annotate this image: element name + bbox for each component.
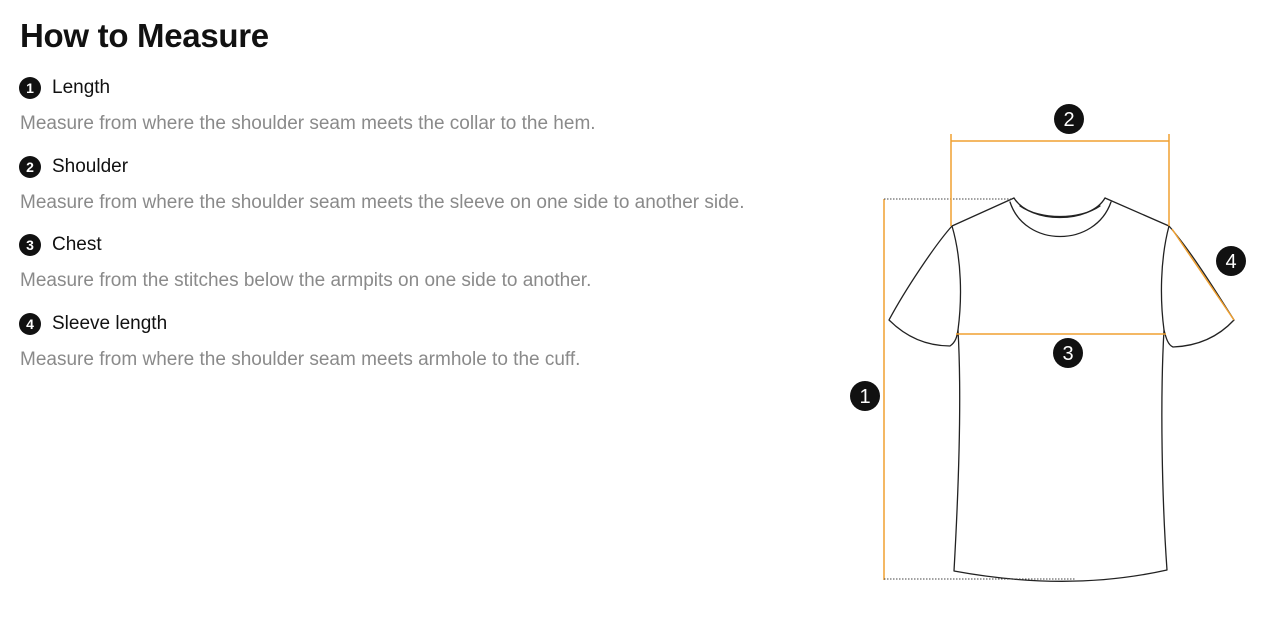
step-label: Chest	[52, 234, 102, 255]
svg-text:1: 1	[859, 386, 870, 408]
step-sleeve-length: 4 Sleeve length Measure from where the s…	[19, 310, 799, 389]
svg-text:2: 2	[1063, 109, 1074, 131]
step-length: 1 Length Measure from where the shoulder…	[19, 74, 799, 153]
page-title: How to Measure	[20, 17, 269, 54]
step-number-badge: 3	[19, 234, 41, 256]
step-number-badge: 4	[19, 312, 41, 335]
step-number-badge: 1	[19, 77, 41, 99]
marker-3: 3	[1053, 338, 1083, 368]
tshirt-measure-diagram: 1 2 3 4	[850, 104, 1246, 583]
measure-steps-list: 1 Length Measure from where the shoulder…	[19, 74, 799, 388]
marker-1: 1	[850, 381, 880, 411]
step-number-badge: 2	[19, 155, 41, 178]
step-description: Measure from the stitches below the armp…	[20, 270, 592, 291]
step-description: Measure from where the shoulder seam mee…	[20, 191, 745, 213]
step-label: Length	[52, 77, 111, 98]
tshirt-outline-icon	[888, 197, 1235, 583]
svg-text:3: 3	[1062, 343, 1073, 365]
step-description: Measure from where the shoulder seam mee…	[20, 348, 581, 370]
measurement-lines	[883, 134, 1235, 580]
step-shoulder: 2 Shoulder Measure from where the should…	[19, 153, 799, 232]
step-label: Sleeve length	[52, 312, 168, 334]
svg-text:4: 4	[1225, 251, 1236, 273]
step-chest: 3 Chest Measure from the stitches below …	[19, 231, 799, 310]
step-description: Measure from where the shoulder seam mee…	[20, 113, 596, 134]
step-label: Shoulder	[52, 155, 129, 177]
marker-2: 2	[1054, 104, 1084, 134]
marker-4: 4	[1216, 246, 1246, 276]
